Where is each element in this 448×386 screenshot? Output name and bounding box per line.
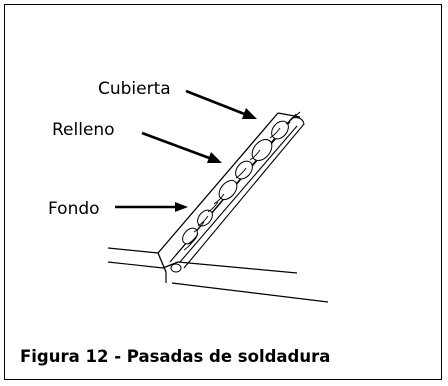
arrowhead-fondo: [175, 202, 188, 212]
base-plate: [107, 247, 329, 303]
arrow-cubierta: [185, 89, 248, 117]
figure-caption: Figura 12 - Pasadas de soldadura: [20, 347, 331, 366]
arrowheads: [175, 108, 257, 212]
arrowhead-cubierta: [242, 108, 257, 119]
cover-pass-ripples: [183, 111, 301, 251]
arrow-relleno: [141, 131, 213, 161]
fill-passes: [182, 120, 289, 245]
vertical-plate: [157, 112, 301, 273]
label-fondo: Fondo: [48, 199, 100, 219]
arrowhead-relleno: [207, 152, 222, 163]
label-relleno: Relleno: [52, 120, 115, 140]
arrows: [115, 89, 248, 209]
root-pass: [170, 263, 182, 273]
label-cubierta: Cubierta: [98, 79, 171, 99]
